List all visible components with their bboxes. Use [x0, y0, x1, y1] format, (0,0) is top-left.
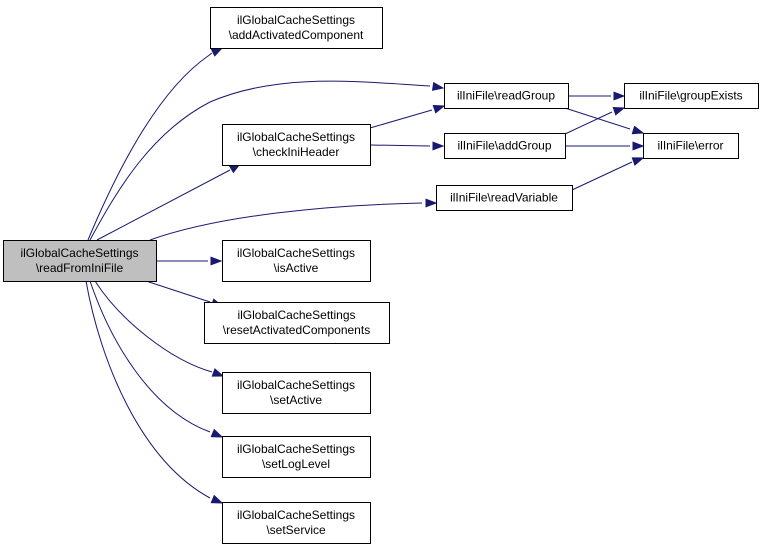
- node-box: [436, 185, 573, 211]
- arrowhead: [431, 81, 445, 91]
- arrowhead: [631, 125, 645, 135]
- node-box: [444, 133, 566, 159]
- arrowhead: [432, 141, 445, 151]
- node-box: [3, 240, 157, 282]
- node-label-line: \checkIniHeader: [253, 145, 340, 159]
- node-label-line: \isActive: [274, 261, 319, 275]
- node-label-line: ilGlobalCacheSettings: [237, 378, 355, 392]
- edge-line: [89, 80, 431, 241]
- node-box: [204, 302, 390, 344]
- node-label-line: \addActivatedComponent: [229, 28, 364, 42]
- node-box: [624, 83, 759, 109]
- arrowhead: [210, 47, 224, 57]
- edge-line: [87, 52, 213, 241]
- node-label-line: ilIniFile\readVariable: [450, 191, 558, 205]
- edge-readFromIniFile-to-setLogLevel: [89, 280, 224, 438]
- edge-readFromIniFile-to-isActive: [156, 256, 223, 266]
- edge-line: [85, 280, 211, 499]
- node-label-line: ilIniFile\addGroup: [457, 139, 551, 153]
- node-isActive[interactable]: ilGlobalCacheSettings\isActive: [222, 240, 371, 282]
- edge-line: [369, 144, 431, 147]
- node-label-line: ilGlobalCacheSettings: [237, 308, 355, 322]
- edge-line: [96, 169, 231, 241]
- edge-readVariable-to-error: [571, 157, 645, 191]
- node-box: [222, 502, 371, 544]
- edge-line: [369, 109, 433, 129]
- node-readFromIniFile[interactable]: ilGlobalCacheSettings\readFromIniFile: [3, 240, 157, 282]
- arrowhead: [613, 91, 626, 101]
- node-groupExists[interactable]: ilIniFile\groupExists: [624, 83, 759, 109]
- edge-addGroup-to-error: [565, 141, 645, 151]
- edge-line: [89, 280, 211, 433]
- edge-addGroup-to-groupExists: [564, 107, 626, 135]
- node-checkIniHeader[interactable]: ilGlobalCacheSettings\checkIniHeader: [222, 124, 371, 166]
- edge-readFromIniFile-to-setService: [85, 280, 224, 504]
- edge-readFromIniFile-to-setActive: [94, 280, 225, 377]
- nodes-layer: ilGlobalCacheSettings\readFromIniFileilG…: [3, 7, 759, 544]
- edge-line: [564, 111, 613, 135]
- node-label-line: ilGlobalCacheSettings: [237, 442, 355, 456]
- node-addActivatedComponent[interactable]: ilGlobalCacheSettings\addActivatedCompon…: [210, 7, 383, 49]
- node-label-line: ilGlobalCacheSettings: [237, 13, 355, 27]
- edge-line: [94, 280, 213, 373]
- node-box: [222, 240, 371, 282]
- node-label-line: \setService: [266, 523, 326, 537]
- edge-readGroup-to-groupExists: [568, 91, 626, 101]
- node-label-line: \resetActivatedComponents: [223, 323, 370, 337]
- node-label-line: ilGlobalCacheSettings: [237, 130, 355, 144]
- edge-readFromIniFile-to-readGroup: [89, 80, 445, 241]
- node-label-line: ilIniFile\readGroup: [457, 89, 555, 103]
- arrowhead: [425, 198, 438, 208]
- node-label-line: \readFromIniFile: [36, 261, 124, 275]
- node-label-line: ilIniFile\error: [657, 139, 723, 153]
- arrowhead: [210, 428, 224, 438]
- edge-readFromIniFile-to-readVariable: [149, 198, 438, 241]
- node-setLogLevel[interactable]: ilGlobalCacheSettings\setLogLevel: [222, 436, 371, 478]
- node-label-line: ilIniFile\groupExists: [639, 89, 742, 103]
- edge-line: [145, 280, 211, 303]
- node-box: [643, 133, 739, 159]
- node-label-line: ilGlobalCacheSettings: [237, 246, 355, 260]
- node-label-line: ilGlobalCacheSettings: [20, 246, 138, 260]
- arrowhead: [612, 107, 626, 116]
- arrowhead: [432, 105, 446, 114]
- edges-layer: [85, 47, 645, 504]
- edge-checkIniHeader-to-readGroup: [369, 105, 446, 129]
- node-readGroup[interactable]: ilIniFile\readGroup: [444, 83, 569, 109]
- node-readVariable[interactable]: ilIniFile\readVariable: [436, 185, 573, 211]
- node-addGroup[interactable]: ilIniFile\addGroup: [444, 133, 566, 159]
- node-box: [222, 124, 371, 166]
- node-label-line: \setActive: [270, 393, 322, 407]
- arrowhead: [210, 494, 224, 504]
- node-box: [210, 7, 383, 49]
- node-setService[interactable]: ilGlobalCacheSettings\setService: [222, 502, 371, 544]
- node-resetActivatedComponents[interactable]: ilGlobalCacheSettings\resetActivatedComp…: [204, 302, 390, 344]
- edge-readFromIniFile-to-checkIniHeader: [96, 163, 242, 241]
- node-box: [444, 83, 569, 109]
- edge-line: [149, 202, 423, 241]
- node-box: [222, 436, 371, 478]
- arrowhead: [631, 157, 645, 166]
- arrowhead: [210, 256, 223, 266]
- arrowhead: [632, 141, 645, 151]
- edge-readGroup-to-error: [564, 107, 645, 135]
- node-box: [222, 372, 371, 414]
- node-setActive[interactable]: ilGlobalCacheSettings\setActive: [222, 372, 371, 414]
- edge-checkIniHeader-to-addGroup: [369, 141, 445, 151]
- node-label-line: \setLogLevel: [262, 457, 330, 471]
- edge-line: [571, 161, 633, 191]
- node-error[interactable]: ilIniFile\error: [643, 133, 739, 159]
- arrowhead: [211, 368, 225, 377]
- node-label-line: ilGlobalCacheSettings: [237, 508, 355, 522]
